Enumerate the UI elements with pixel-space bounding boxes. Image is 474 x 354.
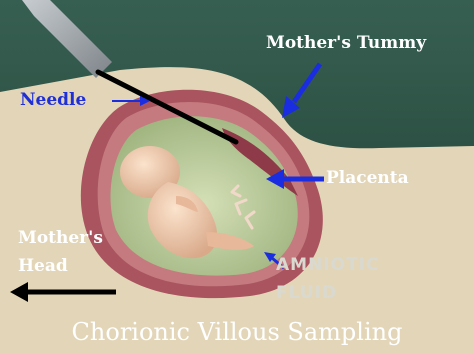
mothers-tummy-label: Mother's Tummy bbox=[266, 33, 426, 53]
amniotic-fluid-label-line2: FLUID bbox=[276, 283, 337, 303]
mothers-head-label-line1: Mother's bbox=[18, 228, 103, 248]
needle-label: Needle bbox=[20, 90, 86, 110]
placenta-label: Placenta bbox=[326, 168, 409, 188]
amniotic-fluid-label-line1: AMNIOTIC bbox=[276, 255, 379, 275]
mothers-head-label-line2: Head bbox=[18, 256, 68, 276]
diagram-caption: Chorionic Villous Sampling bbox=[0, 318, 474, 346]
